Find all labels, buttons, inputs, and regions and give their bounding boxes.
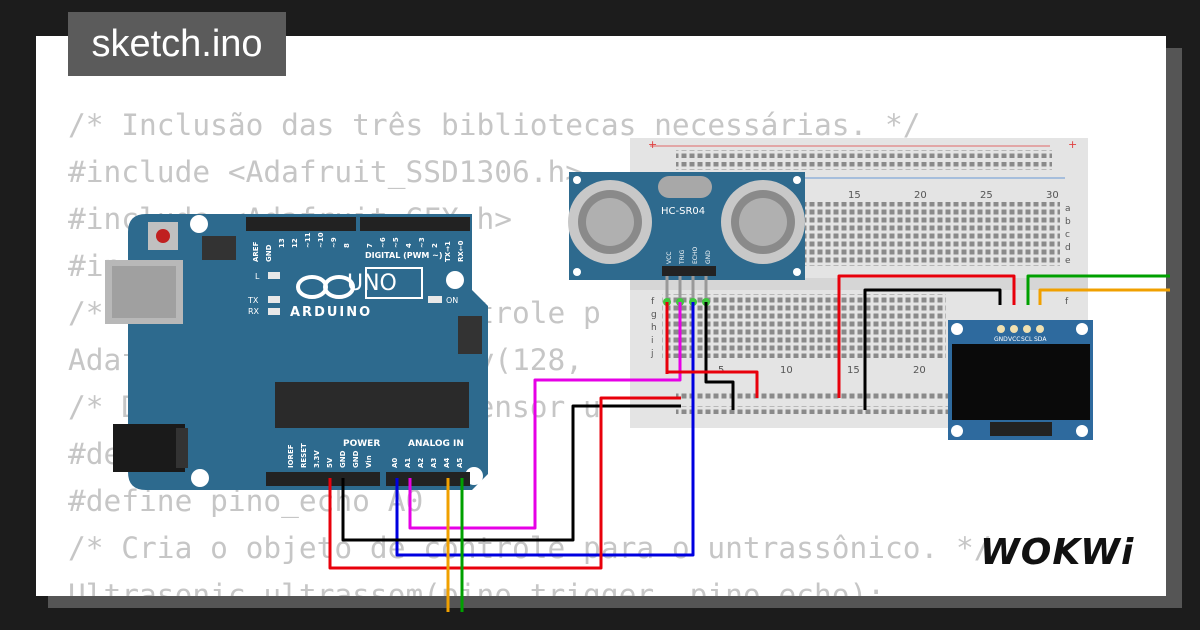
column-number: 15 — [848, 190, 861, 201]
led-label: L — [255, 272, 260, 281]
oled-pin-labels: GND VCC SCL SDA — [994, 336, 1047, 343]
arduino-infinity-logo — [296, 275, 355, 299]
oled-display[interactable]: GND VCC SCL SDA — [948, 320, 1093, 440]
pin-label: A2 — [417, 458, 425, 468]
column-number: 20 — [914, 190, 927, 201]
power-header — [266, 472, 380, 486]
pin-label: GND — [705, 250, 712, 264]
pin-label: ECHO — [692, 247, 699, 264]
pin-label: 12 — [291, 238, 299, 248]
row-label: f — [1065, 297, 1069, 307]
power-jack — [113, 424, 185, 472]
sensor-pin-labels: VCC TRIG ECHO GND — [666, 247, 712, 265]
column-number: 30 — [1046, 190, 1059, 201]
column-number: 20 — [913, 365, 926, 376]
pin-label: RESET — [300, 443, 308, 468]
rail-plus-label: + — [1068, 138, 1077, 151]
row-label: a — [1065, 204, 1071, 214]
arduino-model: UNO — [347, 271, 397, 296]
code-line: Ultrasonic ultrassom(pino_trigger, pino_… — [68, 578, 885, 596]
code-line: /* Inclusão das três bibliotecas necessá… — [68, 108, 921, 142]
column-number: 25 — [980, 190, 993, 201]
row-label: g — [651, 310, 657, 320]
digital-pin-labels: AREF GND 13 12 ~11 ~10 ~9 8 7 ~6 ~5 4 ~3… — [252, 232, 465, 262]
code-line: #include <Adafruit_SSD1306.h> — [68, 155, 584, 189]
sensor-model-label: HC-SR04 — [661, 206, 705, 217]
pin-label: VCC — [666, 252, 673, 264]
power-header-label: POWER — [343, 439, 380, 449]
pin-label: GND — [994, 336, 1008, 343]
power-pin-labels: IOREF RESET 3.3V 5V GND GND Vin — [287, 443, 373, 468]
pin-label: 7 — [366, 243, 374, 248]
pin-label: 8 — [343, 243, 351, 248]
digital-header-right — [360, 217, 470, 231]
row-label: j — [650, 349, 654, 359]
pin-label: GND — [352, 450, 360, 468]
pin-label: GND — [339, 450, 347, 468]
oled-screen — [952, 344, 1090, 420]
pin-label: TRIG — [679, 249, 686, 265]
pin-label: A1 — [404, 458, 412, 468]
pin-label: IOREF — [287, 444, 295, 468]
pin-label: ~11 — [304, 232, 312, 248]
pin-label: A3 — [430, 458, 438, 468]
pin-label: VCC — [1008, 336, 1020, 343]
icsp-header — [458, 316, 482, 354]
pin-label: A0 — [391, 458, 399, 468]
rail-plus-label: + — [648, 138, 657, 151]
pin-label: ~9 — [330, 237, 338, 248]
row-label: i — [651, 336, 654, 346]
led-label: ON — [446, 296, 458, 305]
pin-label: ~5 — [392, 237, 400, 248]
row-label: f — [651, 297, 655, 307]
digital-header-left — [246, 217, 356, 231]
row-label: b — [1065, 217, 1071, 227]
analog-header — [386, 472, 470, 486]
digital-header-label: DIGITAL (PWM ~) — [365, 251, 443, 260]
column-number: 10 — [780, 365, 793, 376]
analog-pin-labels: A0 A1 A2 A3 A4 A5 — [391, 458, 464, 468]
row-label: d — [1065, 243, 1071, 253]
pin-label: ~6 — [379, 237, 387, 248]
pin-label: SCL — [1021, 336, 1033, 343]
pin-label: GND — [265, 244, 273, 262]
pin-label: 4 — [405, 243, 413, 248]
arduino-uno[interactable]: DIGITAL (PWM ~) UNO ARDUINO L TX RX ON P… — [105, 214, 488, 490]
row-label: e — [1065, 256, 1071, 266]
code-line: /* Cria o objeto de controle para o untr… — [68, 531, 992, 565]
led-label: TX — [247, 296, 259, 305]
pin-label: ~3 — [418, 237, 426, 248]
pin-label: A4 — [443, 458, 451, 468]
pin-label: SDA — [1034, 336, 1047, 343]
pin-label: A5 — [456, 458, 464, 468]
pin-label: 3.3V — [313, 450, 321, 468]
pin-label: ~10 — [317, 232, 325, 248]
pin-label: AREF — [252, 241, 260, 262]
arduino-logo-text: ARDUINO — [290, 305, 372, 320]
microcontroller-chip — [275, 382, 469, 428]
pin-label: TX→1 — [444, 241, 452, 262]
wokwi-logo: WOKWi — [980, 532, 1134, 573]
pin-label: 13 — [278, 238, 286, 248]
pin-label: RX←0 — [457, 240, 465, 262]
pin-label: 5V — [326, 457, 334, 468]
row-label: c — [1065, 230, 1070, 240]
icsp-header — [202, 236, 236, 260]
led-label: RX — [248, 307, 260, 316]
row-label: h — [651, 323, 657, 333]
column-number: 15 — [847, 365, 860, 376]
analog-header-label: ANALOG IN — [408, 439, 464, 449]
pin-label: Vin — [365, 455, 373, 468]
file-tab[interactable]: sketch.ino — [68, 12, 286, 76]
wokwi-logo-text: WOKWi — [980, 532, 1134, 573]
pin-label: 2 — [431, 243, 439, 248]
wires — [328, 274, 1170, 612]
hc-sr04-sensor[interactable]: HC-SR04 VCC TRIG ECHO GND — [568, 172, 805, 306]
